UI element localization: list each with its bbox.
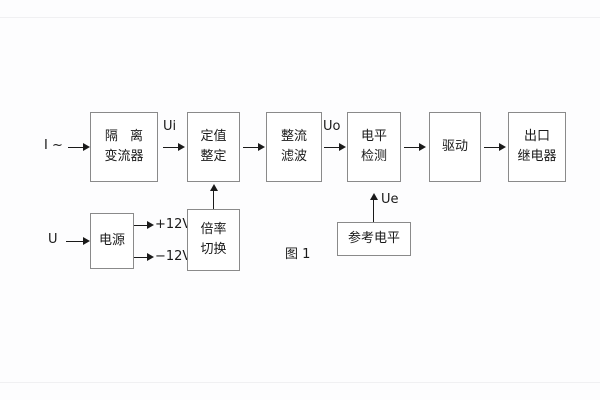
ui-signal-label: Ui bbox=[163, 119, 177, 134]
rail-positive-arrowhead bbox=[147, 221, 154, 229]
voltage-input-label: U bbox=[48, 232, 58, 247]
uo-line bbox=[324, 147, 340, 148]
leveldetect-to-drive-arrowhead bbox=[419, 143, 426, 151]
block-power-supply[interactable]: 电源 bbox=[90, 213, 134, 269]
rail-positive-label: +12V bbox=[155, 217, 192, 232]
drive-to-output-arrowhead bbox=[499, 143, 506, 151]
voltage-input-arrowhead bbox=[83, 237, 90, 245]
block-multiplier-switch[interactable]: 倍率 切换 bbox=[187, 209, 240, 271]
block-isolation-line-1: 隔 离 bbox=[104, 128, 148, 144]
block-output-line-1: 出口 bbox=[523, 128, 550, 144]
block-setting-adjustment[interactable]: 定值 整定 bbox=[187, 112, 240, 182]
block-level-detection[interactable]: 电平 检测 bbox=[347, 112, 401, 182]
block-output-line-2: 继电器 bbox=[517, 149, 557, 164]
rail-negative-arrowhead bbox=[147, 253, 154, 261]
block-drive-line-1: 驱动 bbox=[441, 138, 468, 154]
leveldetect-to-drive-line bbox=[404, 147, 420, 148]
rail-negative-label: −12V bbox=[155, 249, 192, 264]
block-reference-line-1: 参考电平 bbox=[347, 230, 400, 246]
block-multiplier-line-1: 倍率 bbox=[200, 221, 227, 237]
reference-to-leveldetect-line bbox=[373, 199, 374, 222]
drive-to-output-line bbox=[484, 147, 500, 148]
block-rectifier-line-2: 滤波 bbox=[280, 149, 307, 164]
block-leveldetect-line-1: 电平 bbox=[360, 128, 387, 144]
block-setting-line-1: 定值 bbox=[200, 128, 227, 144]
block-rectifier-line-1: 整流 bbox=[280, 128, 307, 144]
frame-top-divider bbox=[0, 17, 600, 18]
block-multiplier-line-2: 切换 bbox=[200, 242, 227, 257]
rail-negative-line bbox=[134, 257, 148, 258]
block-leveldetect-line-2: 检测 bbox=[360, 149, 387, 164]
block-isolation-transformer[interactable]: 隔 离 变流器 bbox=[90, 112, 158, 182]
block-setting-line-2: 整定 bbox=[200, 149, 227, 164]
block-power-line-1: 电源 bbox=[98, 232, 125, 248]
multiplier-to-setting-line bbox=[213, 190, 214, 209]
block-reference-level[interactable]: 参考电平 bbox=[337, 222, 411, 256]
block-isolation-line-2: 变流器 bbox=[104, 149, 144, 164]
multiplier-to-setting-arrowhead bbox=[210, 184, 218, 191]
current-input-line bbox=[68, 147, 84, 148]
frame-bottom-divider bbox=[0, 382, 600, 383]
current-input-arrowhead bbox=[83, 143, 90, 151]
ui-line bbox=[163, 147, 179, 148]
ue-signal-label: Ue bbox=[381, 192, 399, 207]
uo-signal-label: Uo bbox=[323, 119, 341, 134]
setting-to-rectifier-arrowhead bbox=[258, 143, 265, 151]
block-output-relay[interactable]: 出口 继电器 bbox=[508, 112, 566, 182]
setting-to-rectifier-line bbox=[243, 147, 259, 148]
reference-to-leveldetect-arrowhead bbox=[370, 193, 378, 200]
rail-positive-line bbox=[134, 225, 148, 226]
uo-arrowhead bbox=[339, 143, 346, 151]
block-rectifier-filter[interactable]: 整流 滤波 bbox=[266, 112, 322, 182]
voltage-input-line bbox=[66, 241, 84, 242]
ui-arrowhead bbox=[178, 143, 185, 151]
block-drive[interactable]: 驱动 bbox=[429, 112, 481, 182]
current-input-label: I ~ bbox=[44, 138, 63, 153]
figure-caption: 图 1 bbox=[285, 247, 311, 262]
